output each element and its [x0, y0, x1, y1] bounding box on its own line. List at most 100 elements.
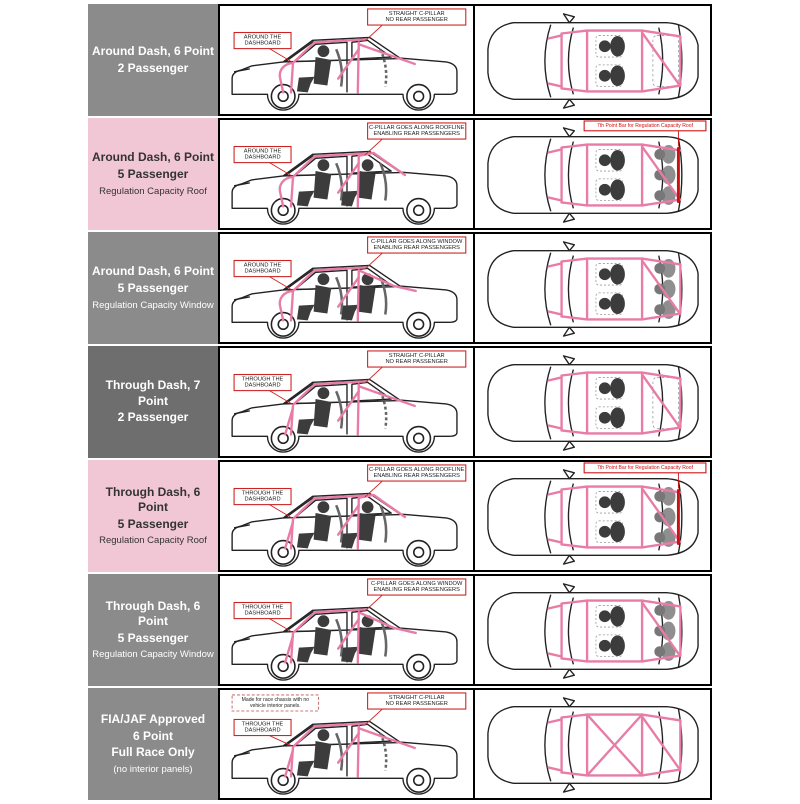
top-view-svg: 7th Point Bar for Regulation Capacity Ro… — [487, 462, 707, 565]
empty-rear-seat — [652, 377, 679, 429]
side-mirror — [562, 241, 576, 252]
seat — [379, 732, 388, 771]
top-view-svg — [487, 583, 699, 679]
side-mirror — [562, 583, 576, 594]
wheels — [270, 539, 432, 565]
annotation-box — [367, 8, 467, 26]
leader-line — [269, 48, 293, 63]
passenger-figure — [296, 615, 332, 663]
top-view-diagram — [475, 348, 710, 456]
roll-cage-side — [278, 151, 407, 208]
leader-line — [364, 252, 383, 270]
annotation-text: STRAIGHT C-PILLAR — [389, 353, 445, 359]
leader-line — [364, 480, 383, 498]
annotation-box — [233, 718, 292, 737]
annotation-text: C-PILLAR GOES ALONG WINDOW — [371, 581, 463, 587]
roll-cage-top — [547, 485, 682, 549]
roll-cage-top — [547, 599, 682, 663]
annotation-box — [233, 259, 292, 278]
roll-cage-side — [283, 722, 416, 778]
rear-passenger-top — [654, 165, 676, 185]
config-label-line: Through Dash, 6 Point — [105, 598, 201, 629]
side-mirror — [562, 697, 576, 708]
wheels — [270, 197, 432, 223]
rear-passenger-top — [654, 300, 676, 319]
top-view-svg — [487, 13, 699, 109]
annotation-box — [367, 350, 467, 368]
config-label-line: 5 Passenger — [117, 167, 189, 182]
annotation-text: DASHBOARD — [245, 728, 281, 734]
passenger-figure — [296, 387, 332, 435]
c-pillar-stay — [357, 151, 407, 177]
side-mirror — [562, 782, 576, 793]
leader-line — [269, 162, 293, 177]
annotation-text: NO REAR PASSENGER — [385, 359, 447, 365]
leader-line — [364, 366, 383, 384]
config-label-line: 5 Passenger — [117, 630, 189, 645]
config-label-line: Through Dash, 7 Point — [105, 378, 201, 408]
front-passenger-top — [595, 263, 625, 286]
top-view-svg: 7th Point Bar for Regulation Capacity Ro… — [487, 120, 707, 223]
annotation-text: THROUGH THE — [242, 604, 284, 610]
config-label-line: 5 Passenger — [117, 281, 189, 296]
side-mirror — [562, 13, 576, 24]
config-label-line: Regulation Capacity Window — [92, 299, 214, 311]
annotation-text: STRAIGHT C-PILLAR — [389, 11, 445, 17]
top-view-diagram — [475, 234, 710, 342]
dash-bar — [278, 175, 295, 208]
roll-cage-side — [278, 266, 417, 322]
seat — [379, 390, 388, 429]
side-mirror — [562, 127, 576, 138]
front-passenger-top — [595, 491, 625, 514]
top-view-diagram — [475, 690, 710, 798]
leader-line — [269, 276, 293, 291]
seat — [335, 390, 344, 429]
annotation-text: vehicle interior panels. — [250, 703, 301, 709]
annotation-box — [367, 464, 467, 482]
annotation-box — [367, 578, 467, 596]
passenger-figure — [341, 501, 376, 549]
car-side-outline — [231, 492, 458, 567]
annotation-text: AROUND THE — [244, 148, 282, 154]
roll-cage-top — [547, 29, 682, 93]
side-mirror — [562, 98, 576, 109]
annotation-box — [367, 692, 467, 710]
passenger-figure — [296, 501, 332, 549]
roll-cage-side — [283, 608, 417, 664]
c-pillar-stay — [357, 43, 416, 66]
car-side-outline — [231, 36, 458, 111]
c-pillar-stay — [357, 385, 416, 408]
annotation-text: ENABLING REAR PASSENGERS — [373, 245, 460, 251]
seat — [379, 48, 388, 87]
annotation-box — [231, 694, 320, 712]
config-label-line: Through Dash, 6 Point — [105, 484, 201, 515]
top-view-diagram: 7th Point Bar for Regulation Capacity Ro… — [475, 462, 710, 570]
seat — [335, 162, 344, 201]
roll-cage-side — [283, 380, 416, 436]
annotation-text: DASHBOARD — [245, 155, 281, 161]
passenger-figure — [296, 273, 332, 321]
front-passenger-top — [595, 178, 625, 201]
passenger-figure — [296, 729, 332, 777]
front-passenger-top — [595, 520, 625, 543]
passenger-figure — [296, 159, 332, 207]
leader-line — [269, 390, 293, 405]
annotation-text: NO REAR PASSENGER — [385, 701, 447, 707]
annotation-box — [233, 145, 292, 164]
